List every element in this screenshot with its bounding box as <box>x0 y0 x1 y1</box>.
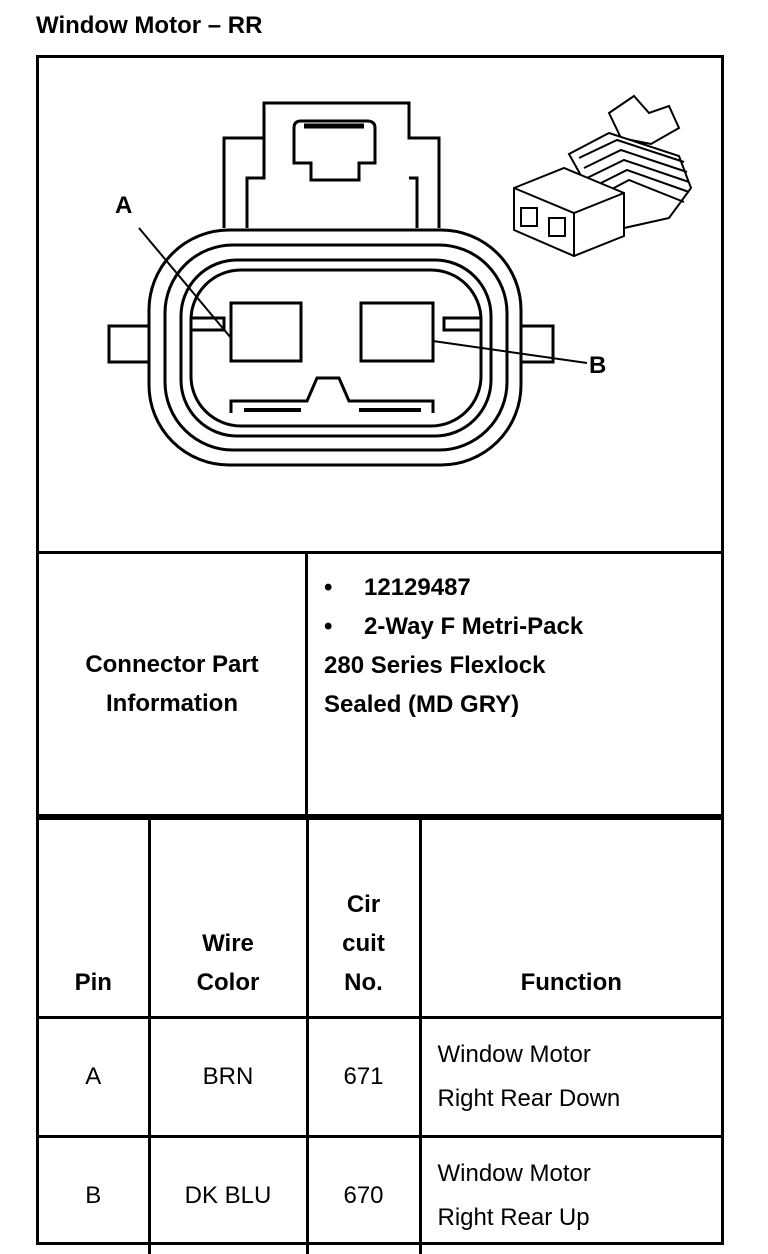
connector-face-drawing <box>107 94 693 467</box>
description-line2: 280 Series Flexlock <box>324 652 546 679</box>
cell-wire-color: BRN <box>147 1016 309 1138</box>
header-function-text: Function <box>520 969 622 996</box>
connector-info-details: • 12129487 • 2-Way F Metri-Pack 280 Seri… <box>308 554 721 814</box>
header-pin: Pin <box>39 817 151 1019</box>
table-row: B DK BLU 670 Window Motor Right Rear Up <box>39 1135 721 1254</box>
header-circuit: Cir cuit No. <box>305 817 422 1019</box>
cell-pin: B <box>39 1135 151 1254</box>
bullet-icon: • <box>324 574 333 601</box>
pinout-table: Pin Wire Color Cir cuit No. Function A B… <box>39 817 721 1254</box>
function-line2: Right Rear Up <box>437 1204 590 1231</box>
description-continued: 280 Series Flexlock Sealed (MD GRY) <box>324 646 545 724</box>
bullet-icon: • <box>324 613 333 640</box>
cell-function: Window Motor Right Rear Up <box>418 1135 721 1254</box>
connector-diagram: A B <box>39 58 721 554</box>
page-title: Window Motor – RR <box>36 12 263 39</box>
header-circuit-line3: No. <box>344 969 383 996</box>
header-pin-text: Pin <box>74 969 112 996</box>
header-wire-color-line2: Color <box>196 969 260 996</box>
cell-wire-color: DK BLU <box>147 1135 309 1254</box>
header-wire-color: Wire Color <box>147 817 309 1019</box>
cell-circuit: 670 <box>305 1135 422 1254</box>
connector-part-info: Connector Part Information • 12129487 • … <box>39 554 721 817</box>
cell-function: Window Motor Right Rear Down <box>418 1016 721 1138</box>
connector-info-label-line1: Connector Part <box>85 651 259 678</box>
cell-circuit: 671 <box>305 1016 422 1138</box>
pin-a-callout: A <box>115 192 133 219</box>
cell-pin: A <box>39 1016 151 1138</box>
header-wire-color-line1: Wire <box>202 930 254 957</box>
description-line3: Sealed (MD GRY) <box>324 691 520 718</box>
function-line1: Window Motor <box>437 1160 591 1187</box>
description-line1: 2-Way F Metri-Pack <box>364 613 584 640</box>
connector-info-label: Connector Part Information <box>39 554 308 814</box>
table-row: A BRN 671 Window Motor Right Rear Down <box>39 1016 721 1138</box>
connector-info-label-line2: Information <box>106 690 238 717</box>
function-line1: Window Motor <box>437 1041 591 1068</box>
header-circuit-line2: cuit <box>342 930 385 957</box>
pin-b-callout: B <box>589 352 607 379</box>
connector-sheet: A B Connector Part Information • 1212948… <box>36 55 724 1254</box>
table-header-row: Pin Wire Color Cir cuit No. Function <box>39 817 721 1019</box>
header-function: Function <box>418 817 721 1019</box>
part-number: 12129487 <box>364 574 471 601</box>
function-line2: Right Rear Down <box>437 1085 621 1112</box>
header-circuit-line1: Cir <box>346 891 381 918</box>
